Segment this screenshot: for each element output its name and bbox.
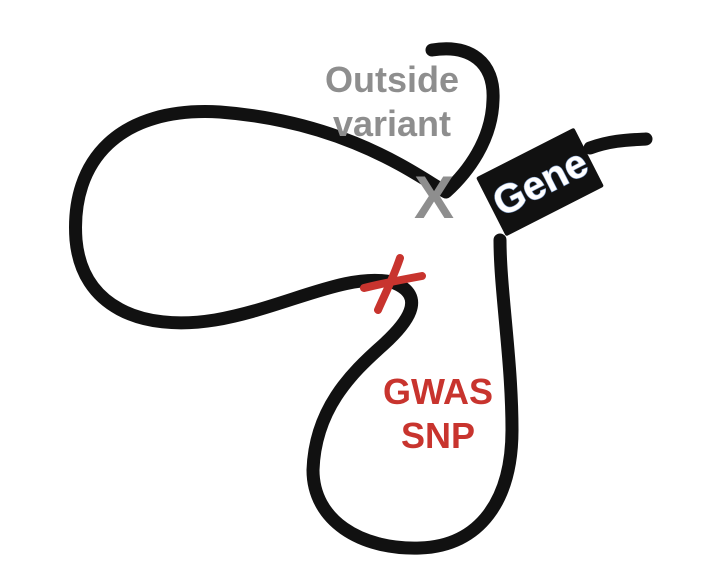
outside-variant-label-line1: Outside [324,59,459,100]
gwas-snp-label-line1: GWAS [382,371,493,412]
gene-box: Gene [476,128,604,236]
gwas-snp-marker [360,254,426,314]
chromatin-lower-loop [306,233,519,555]
chromatin-left-loop [69,42,500,330]
outside-variant-label-line2: variant [332,103,452,144]
gwas-snp-label: GWAS SNP [358,370,518,458]
gwas-snp-label-line2: SNP [400,415,476,456]
chromatin-right-tail [583,132,653,155]
outside-variant-label: Outside variant [292,58,492,146]
outside-variant-marker: X [414,164,454,231]
